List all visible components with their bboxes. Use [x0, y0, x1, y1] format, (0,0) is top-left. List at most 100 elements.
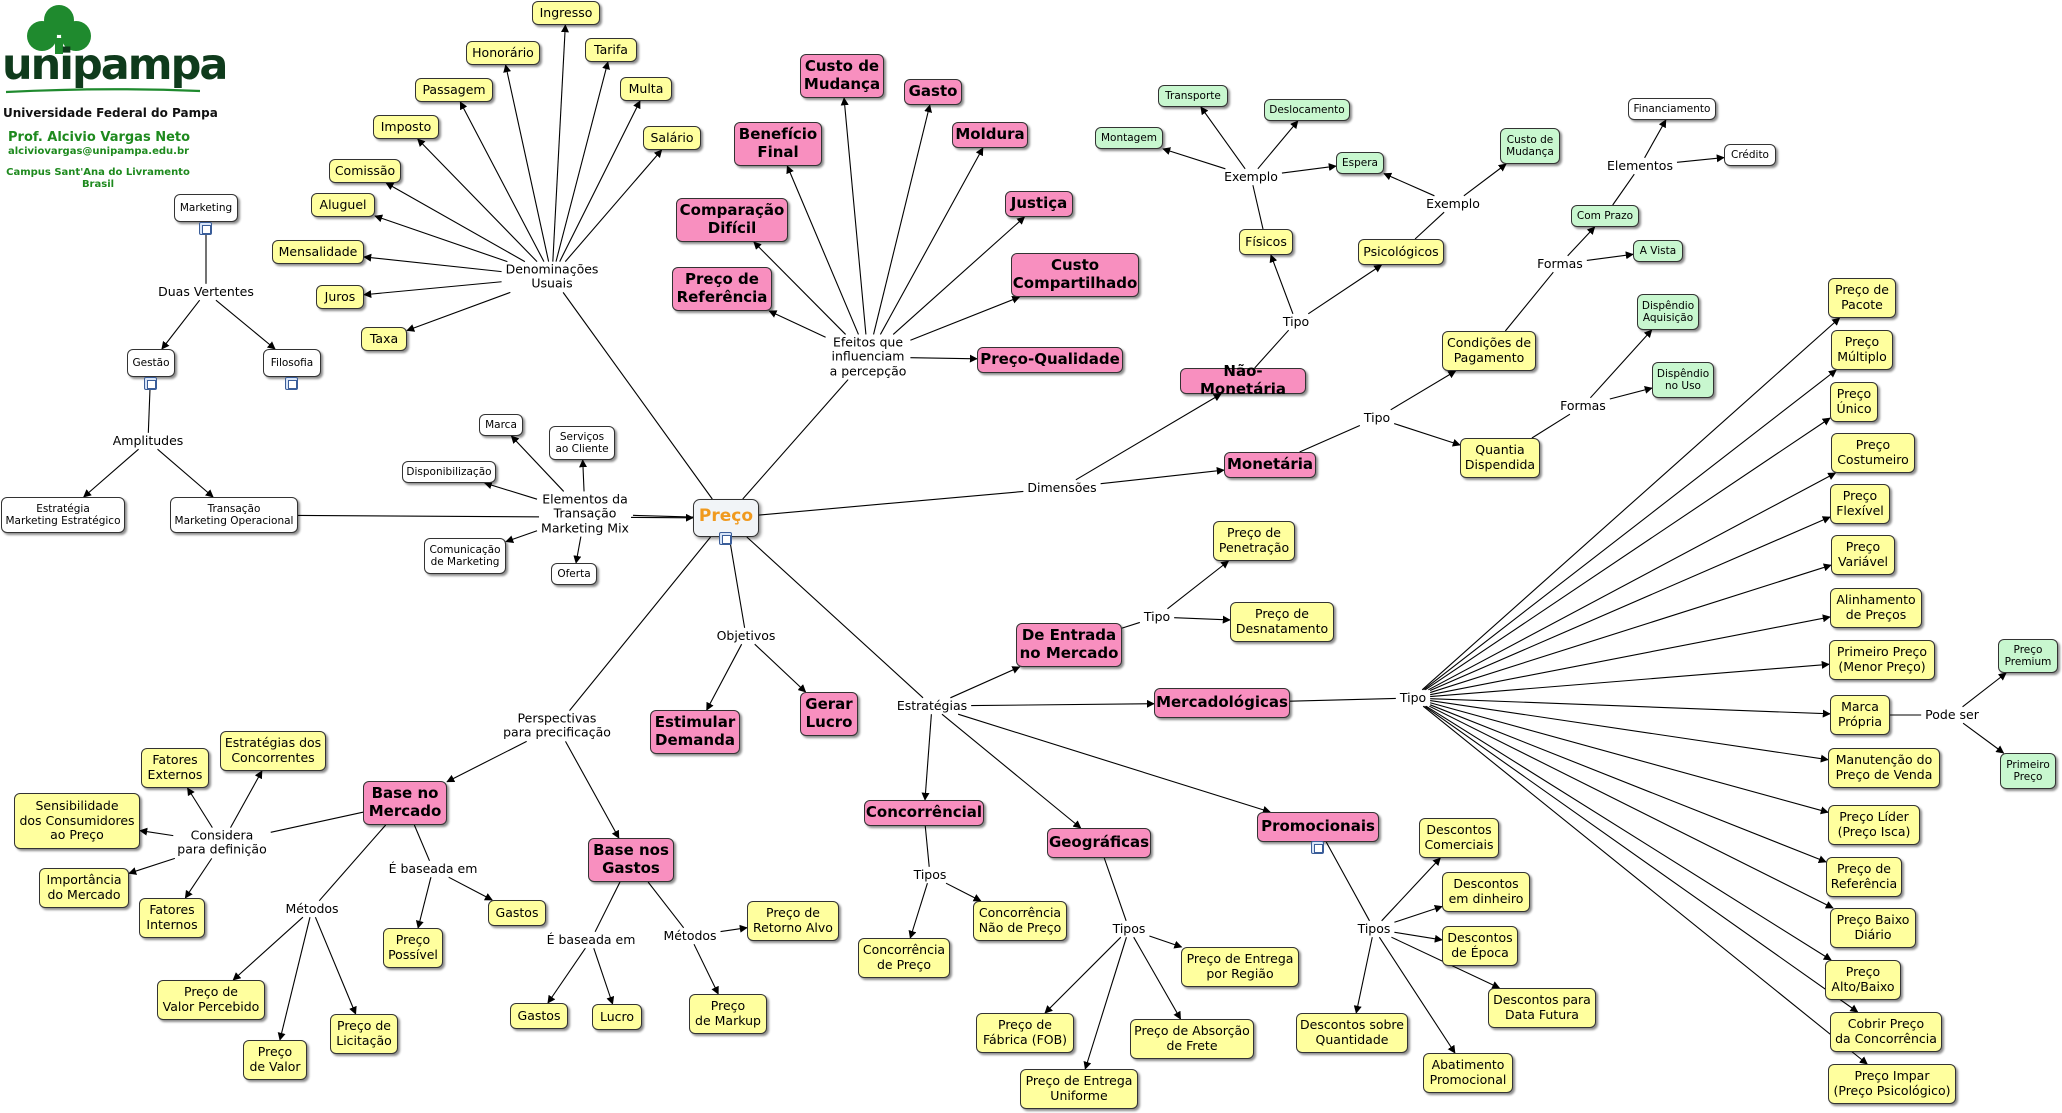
node-preco-multiplo[interactable]: Preço Múltiplo — [1831, 330, 1893, 370]
node-preco-referencia-pink[interactable]: Preço de Referência — [672, 267, 772, 311]
node-preco-costumeiro[interactable]: Preço Costumeiro — [1831, 433, 1915, 473]
node-abatimento[interactable]: Abatimento Promocional — [1423, 1053, 1513, 1093]
node-fatores-internos[interactable]: Fatores Internos — [139, 898, 205, 938]
node-preco-absorcao[interactable]: Preço de Absorção de Frete — [1130, 1019, 1254, 1059]
node-manutencao-preco[interactable]: Manutenção do Preço de Venda — [1828, 748, 1940, 788]
node-credito[interactable]: Crédito — [1724, 144, 1776, 166]
node-importancia-mercado[interactable]: Importância do Mercado — [39, 868, 129, 908]
node-espera[interactable]: Espera — [1336, 152, 1384, 174]
node-custo-compartilhado[interactable]: Custo Compartilhado — [1011, 253, 1139, 297]
node-moldura[interactable]: Moldura — [952, 122, 1028, 148]
node-gasto[interactable]: Gasto — [904, 79, 962, 105]
node-montagem[interactable]: Montagem — [1095, 127, 1163, 149]
node-gastos-a[interactable]: Gastos — [488, 900, 546, 926]
node-nao-monetaria[interactable]: Não-Monetária — [1180, 362, 1306, 398]
node-comparacao-dificil[interactable]: Comparação Difícil — [676, 198, 788, 242]
node-descontos-comerciais[interactable]: Descontos Comerciais — [1419, 818, 1499, 858]
submap-icon[interactable] — [144, 377, 157, 390]
node-comissao[interactable]: Comissão — [329, 159, 401, 183]
node-preco-markup[interactable]: Preço de Markup — [689, 994, 767, 1034]
node-preco-qualidade[interactable]: Preço-Qualidade — [977, 347, 1123, 373]
submap-icon[interactable] — [199, 222, 212, 235]
node-marca[interactable]: Marca — [479, 414, 523, 436]
node-primeiro-preco-green[interactable]: Primeiro Preço — [2000, 753, 2056, 789]
node-alinhamento-precos[interactable]: Alinhamento de Preços — [1830, 588, 1922, 628]
node-multa[interactable]: Multa — [620, 77, 672, 101]
node-a-vista[interactable]: A Vista — [1633, 240, 1683, 262]
node-transacao-mkt[interactable]: Transação Marketing Operacional — [170, 497, 298, 533]
node-marketing[interactable]: Marketing — [174, 194, 238, 222]
node-preco-retorno-alvo[interactable]: Preço de Retorno Alvo — [747, 901, 839, 941]
node-gerar-lucro[interactable]: Gerar Lucro — [800, 692, 858, 736]
node-disponibilizacao[interactable]: Disponibilização — [402, 461, 496, 483]
node-imposto[interactable]: Imposto — [373, 115, 439, 139]
node-descontos-dinheiro[interactable]: Descontos em dinheiro — [1442, 872, 1530, 912]
node-preco-fabrica[interactable]: Preço de Fábrica (FOB) — [976, 1013, 1074, 1053]
node-preco-licitacao[interactable]: Preço de Licitação — [330, 1014, 398, 1054]
node-base-mercado[interactable]: Base no Mercado — [363, 781, 447, 825]
node-aluguel[interactable]: Aluguel — [311, 193, 375, 217]
node-tarifa[interactable]: Tarifa — [585, 38, 637, 62]
node-preco-possivel[interactable]: Preço Possível — [383, 928, 443, 968]
node-descontos-epoca[interactable]: Descontos de Época — [1442, 926, 1518, 966]
node-gestao[interactable]: Gestão — [127, 349, 175, 377]
node-filosofia[interactable]: Filosofia — [263, 349, 321, 377]
node-condicoes-pagamento[interactable]: Condições de Pagamento — [1442, 331, 1536, 371]
node-marca-propria[interactable]: Marca Própria — [1830, 695, 1890, 735]
node-descontos-data-futura[interactable]: Descontos para Data Futura — [1488, 988, 1596, 1028]
node-preco-referencia-y[interactable]: Preço de Referência — [1826, 857, 1902, 897]
node-preco-entrega-regiao[interactable]: Preço de Entrega por Região — [1181, 947, 1299, 987]
node-preco-desnatamento[interactable]: Preço de Desnatamento — [1230, 602, 1334, 642]
node-de-entrada[interactable]: De Entrada no Mercado — [1016, 623, 1122, 667]
node-preco-baixo-diario[interactable]: Preço Baixo Diário — [1830, 908, 1916, 948]
node-preco-de-valor[interactable]: Preço de Valor — [243, 1040, 307, 1080]
node-estimular-demanda[interactable]: Estimular Demanda — [650, 710, 740, 754]
node-custo-mudanca[interactable]: Custo de Mudança — [800, 54, 884, 98]
node-oferta[interactable]: Oferta — [551, 563, 597, 585]
node-estrategias-concorrentes[interactable]: Estratégias dos Concorrentes — [220, 731, 326, 771]
node-gastos-b[interactable]: Gastos — [510, 1003, 568, 1029]
node-concorrencia-preco[interactable]: Concorrência de Preço — [858, 938, 950, 978]
node-mensalidade[interactable]: Mensalidade — [272, 240, 364, 264]
node-cobrir-preco[interactable]: Cobrir Preço da Concorrência — [1830, 1012, 1942, 1052]
submap-icon[interactable] — [285, 377, 298, 390]
node-preco-lider[interactable]: Preço Líder (Preço Isca) — [1828, 805, 1920, 845]
node-juros[interactable]: Juros — [316, 285, 364, 309]
node-estrategia-mkt[interactable]: Estratégia Marketing Estratégico — [1, 497, 125, 533]
node-financiamento[interactable]: Financiamento — [1628, 98, 1716, 120]
node-preco-flexivel[interactable]: Preço Flexível — [1830, 484, 1890, 524]
node-honorario[interactable]: Honorário — [466, 41, 540, 65]
node-servicos-cliente[interactable]: Serviços ao Cliente — [549, 426, 615, 460]
node-deslocamento[interactable]: Deslocamento — [1264, 99, 1350, 121]
node-preco-unico[interactable]: Preço Único — [1830, 382, 1878, 422]
node-fatores-externos[interactable]: Fatores Externos — [141, 748, 209, 788]
node-psicologicos[interactable]: Psicológicos — [1358, 239, 1444, 265]
node-dispendio-uso[interactable]: Dispêndio no Uso — [1652, 362, 1714, 398]
node-beneficio-final[interactable]: Benefício Final — [734, 122, 822, 166]
node-base-gastos[interactable]: Base nos Gastos — [588, 838, 674, 882]
node-geograficas[interactable]: Geográficas — [1047, 828, 1151, 858]
node-ingresso[interactable]: Ingresso — [532, 1, 600, 25]
node-descontos-quantidade[interactable]: Descontos sobre Quantidade — [1296, 1013, 1408, 1053]
node-lucro[interactable]: Lucro — [592, 1004, 642, 1030]
node-sensibilidade[interactable]: Sensibilidade dos Consumidores ao Preço — [14, 793, 140, 849]
submap-icon[interactable] — [719, 532, 732, 545]
node-preco-valor-percebido[interactable]: Preço de Valor Percebido — [157, 980, 265, 1020]
node-monetaria[interactable]: Monetária — [1224, 452, 1316, 478]
node-preco-pacote[interactable]: Preço de Pacote — [1828, 278, 1896, 318]
node-comunicacao-mkt[interactable]: Comunicação de Marketing — [424, 538, 506, 574]
node-quantia-dispendida[interactable]: Quantia Dispendida — [1460, 438, 1540, 478]
node-transporte[interactable]: Transporte — [1158, 85, 1228, 107]
node-mercadologicas[interactable]: Mercadológicas — [1154, 688, 1290, 718]
node-preco-entrega-uniforme[interactable]: Preço de Entrega Uniforme — [1020, 1069, 1138, 1109]
node-salario[interactable]: Salário — [643, 126, 701, 150]
submap-icon[interactable] — [1311, 841, 1324, 854]
node-preco-variavel[interactable]: Preço Variável — [1831, 535, 1895, 575]
node-taxa[interactable]: Taxa — [361, 327, 407, 351]
node-justica[interactable]: Justiça — [1005, 191, 1073, 217]
node-preco-penetracao[interactable]: Preço de Penetração — [1213, 521, 1295, 561]
node-concorrencia-nao-preco[interactable]: Concorrência Não de Preço — [973, 901, 1067, 941]
node-fisicos[interactable]: Físicos — [1239, 229, 1293, 255]
node-com-prazo[interactable]: Com Prazo — [1571, 205, 1639, 227]
node-custo-mudanca-green[interactable]: Custo de Mudança — [1500, 128, 1560, 164]
